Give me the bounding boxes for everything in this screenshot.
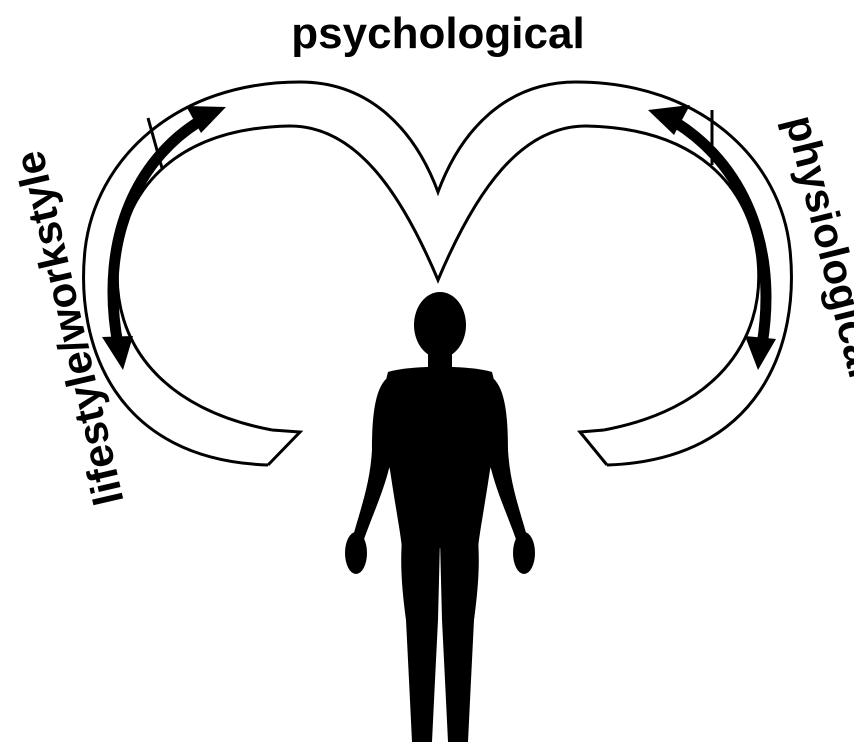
band-left-tip bbox=[268, 430, 300, 465]
left-arrow-head-bottom bbox=[102, 336, 133, 370]
left-cycle-arrow bbox=[102, 106, 226, 370]
figure-head bbox=[414, 292, 466, 358]
label-psychological: psychological bbox=[291, 9, 584, 58]
human-silhouette-icon bbox=[345, 292, 535, 742]
right-arrow-shaft bbox=[668, 118, 766, 345]
left-arrow-shaft bbox=[113, 118, 205, 345]
figure-torso bbox=[383, 367, 497, 548]
band-right-tip bbox=[580, 430, 607, 465]
figure-left-hand bbox=[345, 532, 367, 574]
figure-right-hand bbox=[513, 532, 535, 574]
figure-right-leg bbox=[440, 540, 479, 742]
right-arrow-head-bottom bbox=[745, 336, 776, 370]
figure-left-leg bbox=[401, 540, 440, 742]
right-cycle-arrow bbox=[648, 105, 776, 370]
